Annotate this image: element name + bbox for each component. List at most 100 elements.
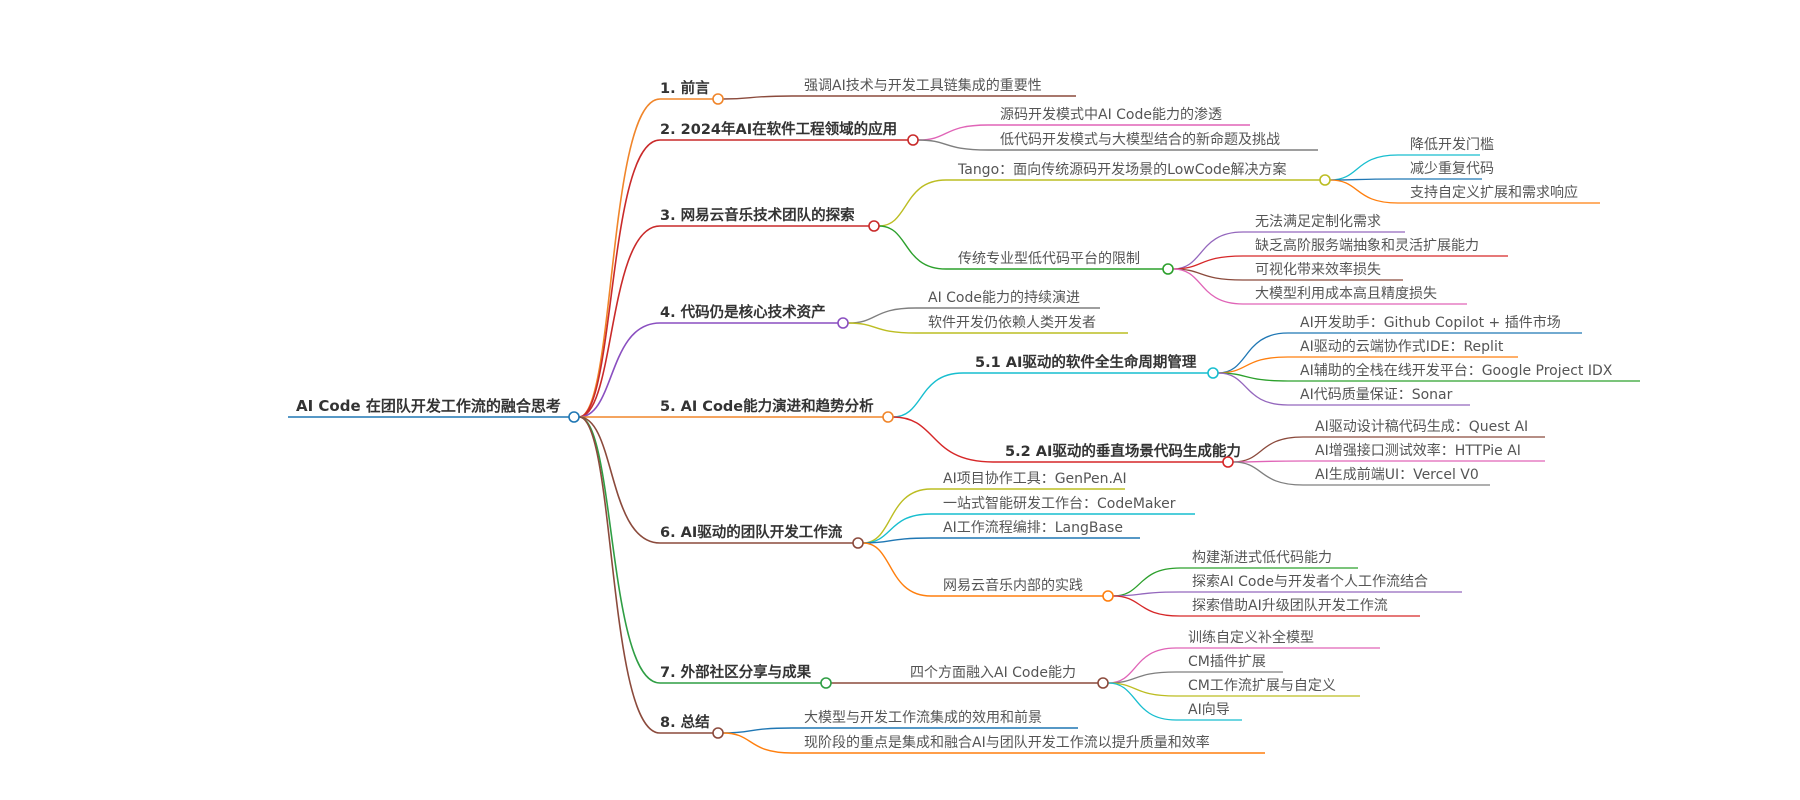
branch-connector — [578, 225, 661, 418]
branch-connector — [578, 139, 661, 418]
leaf-label: 降低开发门槛 — [1410, 137, 1494, 153]
section-2-toggle[interactable] — [907, 134, 919, 146]
leaf-label: 缺乏高阶服务端抽象和灵活扩展能力 — [1255, 237, 1479, 254]
branch-connector — [722, 727, 793, 734]
subgroup-toggle[interactable] — [1319, 174, 1331, 186]
leaf-label: 低代码开发模式与大模型结合的新命题及挑战 — [1000, 131, 1280, 148]
leaf-label: 一站式智能研发工作台：CodeMaker — [943, 496, 1176, 512]
leaf-label: AI驱动的云端协作式IDE：Replit — [1300, 339, 1504, 355]
subgroup-label: 5.1 AI驱动的软件全生命周期管理 — [975, 353, 1197, 371]
branch-connector — [1172, 255, 1244, 270]
branch-connector — [1217, 356, 1289, 374]
section-1-toggle[interactable] — [712, 93, 724, 105]
leaf-label: AI代码质量保证：Sonar — [1300, 387, 1453, 403]
section-2-title: 2. 2024年AI在软件工程领域的应用 — [660, 120, 897, 138]
leaf-label: AI项目协作工具：GenPen.AI — [943, 471, 1127, 487]
leaf-label: 支持自定义扩展和需求响应 — [1410, 184, 1578, 201]
section-8-title: 8. 总结 — [660, 713, 710, 731]
branch-connector — [1329, 179, 1399, 204]
root-toggle[interactable] — [568, 411, 580, 423]
leaf-label: 探索AI Code与开发者个人工作流结合 — [1192, 573, 1428, 590]
branch-connector — [722, 95, 793, 100]
leaf-label: AI工作流程编排：LangBase — [943, 520, 1123, 536]
branch-connector — [1112, 567, 1181, 597]
leaf-label: 可视化带来效率损失 — [1255, 261, 1381, 278]
leaf-label: 强调AI技术与开发工具链集成的重要性 — [804, 77, 1042, 94]
leaf-label: AI开发助手：Github Copilot + 插件市场 — [1300, 314, 1561, 331]
section-5-toggle[interactable] — [882, 411, 894, 423]
branch-connector — [1329, 178, 1399, 181]
leaf-label: CM工作流扩展与自定义 — [1188, 678, 1336, 694]
branch-connector — [1107, 647, 1177, 684]
branch-connector — [1107, 682, 1177, 697]
leaf-label: 现阶段的重点是集成和融合AI与团队开发工作流以提升质量和效率 — [804, 734, 1210, 751]
leaf-label: 无法满足定制化需求 — [1255, 214, 1381, 230]
section-3-toggle[interactable] — [868, 220, 880, 232]
subgroup-toggle[interactable] — [1207, 367, 1219, 379]
branch-connector — [1107, 671, 1177, 684]
leaf-label: 探索借助AI升级团队开发工作流 — [1192, 597, 1388, 614]
leaf-label: 减少重复代码 — [1410, 160, 1494, 177]
section-3-title: 3. 网易云音乐技术团队的探索 — [660, 206, 855, 224]
root-title: AI Code 在团队开发工作流的融合思考 — [296, 397, 561, 415]
leaf-label: 大模型与开发工作流集成的效用和前景 — [804, 709, 1042, 726]
branch-connector — [892, 372, 964, 418]
leaf-label: 软件开发仍依赖人类开发者 — [928, 315, 1096, 331]
branch-connector — [1232, 461, 1304, 486]
section-4-toggle[interactable] — [837, 317, 849, 329]
branch-connector — [1112, 591, 1181, 597]
branch-connector — [1217, 372, 1289, 406]
leaf-label: AI向导 — [1188, 702, 1230, 718]
subgroup-label: Tango：面向传统源码开发场景的LowCode解决方案 — [957, 161, 1287, 178]
branch-connector — [917, 139, 989, 151]
section-7-title: 7. 外部社区分享与成果 — [660, 663, 812, 681]
branch-connector — [578, 416, 661, 684]
branch-connector — [578, 416, 661, 734]
subgroup-label: 传统专业型低代码平台的限制 — [958, 251, 1140, 267]
branch-connector — [862, 542, 932, 597]
leaf-label: AI生成前端UI：Vercel V0 — [1315, 466, 1479, 483]
branch-connector — [878, 179, 947, 227]
subgroup-label: 网易云音乐内部的实践 — [943, 577, 1083, 594]
branch-connector — [878, 225, 947, 270]
branch-connector — [1232, 436, 1304, 463]
branch-connector — [917, 124, 989, 141]
leaf-label: CM插件扩展 — [1188, 654, 1266, 670]
branch-connector — [892, 416, 994, 463]
section-7-toggle[interactable] — [820, 677, 832, 689]
leaf-label: 源码开发模式中AI Code能力的渗透 — [1000, 107, 1222, 123]
section-8-toggle[interactable] — [712, 727, 724, 739]
subgroup-toggle[interactable] — [1222, 456, 1234, 468]
branch-connector — [722, 732, 793, 754]
leaf-label: 训练自定义补全模型 — [1188, 629, 1314, 646]
subgroup-toggle[interactable] — [1102, 590, 1114, 602]
subgroup-toggle[interactable] — [1097, 677, 1109, 689]
branch-connector — [1107, 682, 1177, 721]
subgroup-toggle[interactable] — [1162, 263, 1174, 275]
branch-connector — [1217, 372, 1289, 382]
branch-connector — [1112, 595, 1181, 617]
branch-connector — [1217, 332, 1289, 374]
branch-connector — [862, 488, 932, 544]
section-6-toggle[interactable] — [852, 537, 864, 549]
branch-connector — [847, 322, 917, 334]
leaf-label: AI增强接口测试效率：HTTPie AI — [1315, 442, 1521, 459]
branch-connector — [578, 322, 661, 418]
leaf-label: AI辅助的全栈在线开发平台：Google Project IDX — [1300, 362, 1613, 379]
branch-connector — [578, 98, 661, 418]
section-1-title: 1. 前言 — [660, 79, 710, 97]
branch-connector — [862, 537, 932, 544]
leaf-label: AI Code能力的持续演进 — [928, 289, 1080, 306]
section-6-title: 6. AI驱动的团队开发工作流 — [660, 523, 843, 541]
section-4-title: 4. 代码仍是核心技术资产 — [660, 303, 826, 321]
branch-connector — [1232, 460, 1304, 463]
section-5-title: 5. AI Code能力演进和趋势分析 — [660, 397, 874, 415]
branch-connector — [862, 513, 932, 544]
leaf-label: 构建渐进式低代码能力 — [1192, 550, 1332, 566]
subgroup-label: 5.2 AI驱动的垂直场景代码生成能力 — [1005, 442, 1241, 460]
subgroup-label: 四个方面融入AI Code能力 — [910, 665, 1076, 681]
branch-connector — [1329, 154, 1399, 181]
branch-connector — [578, 416, 661, 544]
branch-connector — [1172, 268, 1244, 305]
